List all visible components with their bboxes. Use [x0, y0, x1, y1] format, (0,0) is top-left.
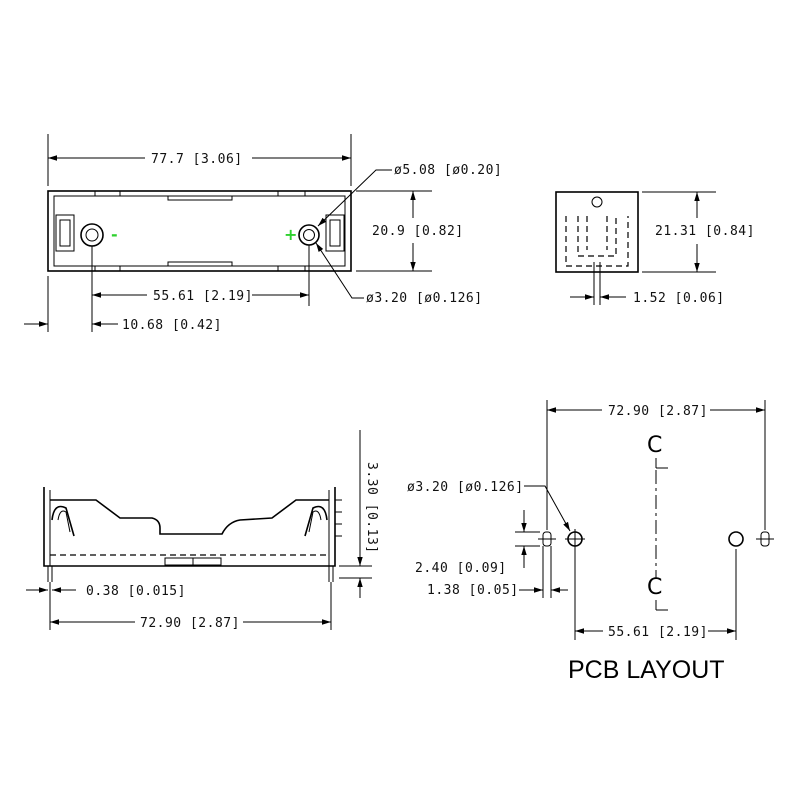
hole-spacing-label: 55.61 [2.19]	[153, 289, 253, 304]
overall-length-label: 77.7 [3.06]	[151, 152, 243, 167]
end-view: 21.31 [0.84] 1.52 [0.06]	[555, 191, 755, 306]
side-pin-thickness-label: 0.38 [0.015]	[86, 584, 186, 599]
hole-dia-small-label: ø3.20 [ø0.126]	[366, 291, 483, 306]
end-view-hole	[591, 196, 603, 208]
pcb-hole-dia-label: ø3.20 [ø0.126]	[407, 480, 524, 495]
side-right-pin	[328, 566, 334, 582]
height-label: 20.9 [0.82]	[372, 224, 464, 239]
end-view-outline	[555, 191, 639, 273]
top-view: - + 77.7 [3.06] ø5.08 [ø0.20] 20.9 [0.82…	[24, 134, 502, 333]
centerline-symbol-bottom: C	[647, 575, 662, 600]
positive-hole-outer	[298, 224, 320, 246]
positive-symbol: +	[284, 225, 297, 244]
top-tab	[167, 196, 233, 201]
edge-offset-label: 10.68 [0.42]	[122, 318, 222, 333]
hole-dia-large-label: ø5.08 [ø0.20]	[394, 163, 502, 178]
left-spring	[51, 505, 75, 537]
side-left-pin	[47, 566, 53, 582]
bottom-tab	[167, 261, 233, 266]
end-view-pin	[593, 262, 601, 290]
pcb-layout-title: PCB LAYOUT	[568, 656, 725, 684]
side-pin-spacing-label: 72.90 [2.87]	[140, 616, 240, 631]
pcb-pin-spacing-label: 72.90 [2.87]	[608, 404, 708, 419]
positive-hole-inner	[303, 229, 315, 241]
holder-body-inner	[53, 195, 346, 267]
pcb-layout: 72.90 [2.87] C C ø3.20 [ø0.126] 2.40 [0.…	[407, 400, 774, 684]
negative-contact	[55, 214, 75, 252]
negative-hole-outer	[80, 223, 104, 247]
positive-contact	[325, 214, 345, 252]
end-pin-width-label: 1.52 [0.06]	[633, 291, 725, 306]
end-height-label: 21.31 [0.84]	[655, 224, 755, 239]
right-spring	[304, 505, 328, 537]
negative-symbol: -	[111, 225, 118, 244]
holder-body-outline	[47, 190, 352, 272]
centerline-symbol-top: C	[647, 433, 662, 458]
side-view: 3.30 [0.13] 0.38 [0.015] 72.90 [2.87]	[26, 430, 379, 631]
pcb-right-hole	[728, 531, 744, 547]
pcb-hole-spacing-label: 55.61 [2.19]	[608, 625, 708, 640]
pcb-pad-height-label: 2.40 [0.09]	[415, 561, 507, 576]
side-height-label: 3.30 [0.13]	[364, 462, 379, 554]
negative-hole-inner	[85, 228, 99, 242]
battery-cradle	[50, 499, 329, 535]
pcb-pad-width-label: 1.38 [0.05]	[427, 583, 519, 598]
side-view-outline	[43, 487, 336, 567]
